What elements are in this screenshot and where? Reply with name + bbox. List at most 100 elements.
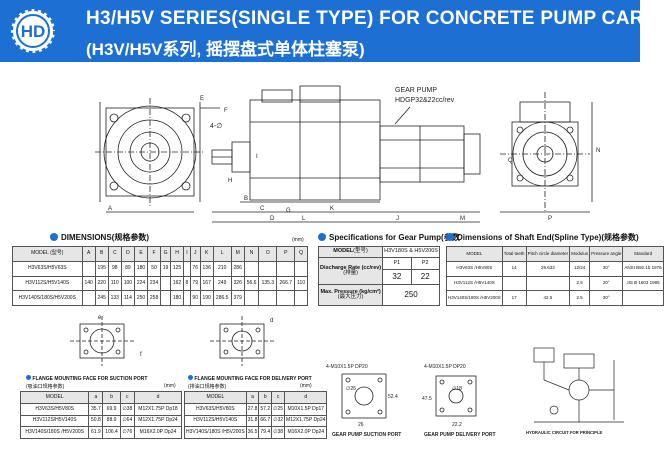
dim-letter-f: F	[224, 108, 228, 114]
dimensions-cell: 140	[81, 275, 96, 292]
dimensions-cell	[160, 290, 171, 306]
dimensions-header-cell: G	[160, 246, 171, 262]
dimensions-cell	[243, 260, 260, 277]
page-subtitle: (H3V/H5V系列, 摇摆盘式单体柱塞泵)	[86, 40, 365, 59]
dimensions-header-cell: Q	[294, 246, 308, 262]
dimensions-cell: 180	[169, 290, 185, 306]
dimensions-heading-text: DIMENSIONS	[61, 233, 112, 242]
dimensions-cell: 249	[212, 275, 232, 292]
delivery-height: 22.2	[452, 422, 462, 428]
dimensions-cell: 56.6	[243, 275, 260, 292]
dimensions-cell	[183, 290, 191, 306]
dimensions-header-cell: N	[243, 246, 260, 262]
dim-letter-k: K	[330, 206, 334, 212]
suction-cell: H3V63S/H5V80S	[19, 402, 90, 416]
svg-text:HD: HD	[21, 22, 46, 41]
delivery-cell: ∅38	[271, 426, 286, 439]
pump-technical-drawing: GEAR PUMP HDGP32&22cc/rev 4-∅ ABCDEFGHIJ…	[95, 85, 600, 223]
shaft-cell: JIS B 1603 1995	[622, 275, 664, 292]
suction-cell: 61.9	[88, 426, 104, 439]
bullet-icon	[318, 233, 326, 241]
suction-header-cell: a	[88, 391, 104, 404]
dim-d-label: d	[270, 318, 273, 324]
delivery-cell: H3V63S/H5V80S	[184, 402, 247, 416]
delivery-caption-cn: (排油口规格参数)	[188, 384, 227, 390]
shaft-header-cell: Pressure angle	[589, 246, 624, 262]
shaft-cell	[501, 275, 527, 292]
shaft-header-cell: Modulus	[569, 246, 591, 262]
shaft-cell	[622, 290, 664, 306]
delivery-diameter: ∅18	[452, 386, 462, 392]
dimensions-cell: 162	[169, 275, 185, 292]
dim-letter-b: B	[244, 196, 248, 202]
bullet-icon	[446, 233, 454, 241]
dimensions-cell: 98	[107, 260, 122, 277]
page-header: HD H3/H5V SERIES(SINGLE TYPE) FOR CONCRE…	[0, 0, 656, 62]
dimensions-header-cell: D	[120, 246, 135, 262]
dimensions-cell: H3V63S/H5V63S	[12, 260, 83, 277]
dimensions-cell: 90	[189, 290, 201, 306]
dimensions-cell	[160, 275, 171, 292]
dimensions-cell: 89	[120, 260, 135, 277]
dimensions-cell: 210	[212, 260, 232, 277]
dimensions-header-cell: L	[212, 246, 232, 262]
dimensions-header-cell: K	[199, 246, 214, 262]
dimensions-cell: 224	[133, 275, 149, 292]
dimensions-cell: 190	[199, 290, 214, 306]
shaft-cell: 2.5	[569, 275, 591, 292]
delivery-cell: H3V112S/H5V140S	[184, 414, 247, 428]
suction-port-label: GEAR PUMP SUCTION PORT	[332, 432, 401, 438]
dimensions-header-cell: H	[169, 246, 185, 262]
page-title: H3/H5V SERIES(SINGLE TYPE) FOR CONCRETE …	[86, 8, 657, 29]
delivery-width: 47.5	[422, 396, 432, 402]
circuit-label: HYDRAULIC CIRCUIT FOR PRINCIPLE	[526, 430, 603, 435]
shaft-cell	[525, 275, 571, 292]
dim-letter-j: J	[396, 216, 399, 222]
suction-caption-cn: (吸油口规格参数)	[26, 384, 65, 390]
gear-p1-label: P1	[382, 257, 412, 270]
suction-cell: 50.8	[88, 414, 104, 428]
dim-f-label: f	[140, 352, 142, 358]
shaft-header-cell: MODEL	[446, 246, 503, 262]
dimensions-cell: 220	[94, 275, 109, 292]
suction-cell: ∅38	[119, 402, 135, 416]
gear-model-value: H3V180S & H5V200S	[382, 245, 440, 259]
delivery-cell: M16X2.0P Dp24	[284, 426, 328, 439]
delivery-cell: 36.5	[245, 426, 260, 439]
dimensions-cell: 245	[94, 290, 109, 306]
dim-letter-p: P	[548, 216, 552, 222]
shaft-cell: 20°	[589, 275, 624, 292]
shaft-cell: 12/24	[569, 260, 591, 277]
dimensions-cell: 125	[169, 260, 185, 277]
dimensions-header-cell: I	[183, 246, 191, 262]
dimensions-cell: 133	[107, 290, 122, 306]
suction-width: 26	[358, 422, 364, 428]
dimensions-header-cell: M	[230, 246, 245, 262]
suction-cell: M12X1.75P Dp24	[133, 414, 183, 428]
shaft-cell: 14	[501, 260, 527, 277]
shaft-cell: 30°	[589, 260, 624, 277]
dim-letter-h: H	[228, 178, 232, 184]
delivery-cell: 79.4	[258, 426, 273, 439]
shaft-header-cell: Total teeth	[501, 246, 527, 262]
delivery-header-cell: d	[284, 391, 328, 404]
dimensions-cell: 167	[199, 275, 214, 292]
delivery-cell: 66.7	[258, 414, 273, 428]
gear-rate-label: Discharge Rate (cc/rev)(排量)	[317, 257, 384, 286]
delivery-unit: (mm)	[300, 383, 312, 389]
shaft-heading: Dimensions of Shaft End(Spline Type)(规格参…	[446, 232, 639, 243]
delivery-header-cell: c	[271, 391, 286, 404]
dimensions-header-cell: O	[258, 246, 278, 262]
dimensions-heading: DIMENSIONS(规格参数)	[50, 232, 149, 243]
gear-spec-heading-text: Specifications for Gear Pump	[329, 233, 442, 242]
suction-header-cell: d	[133, 391, 183, 404]
